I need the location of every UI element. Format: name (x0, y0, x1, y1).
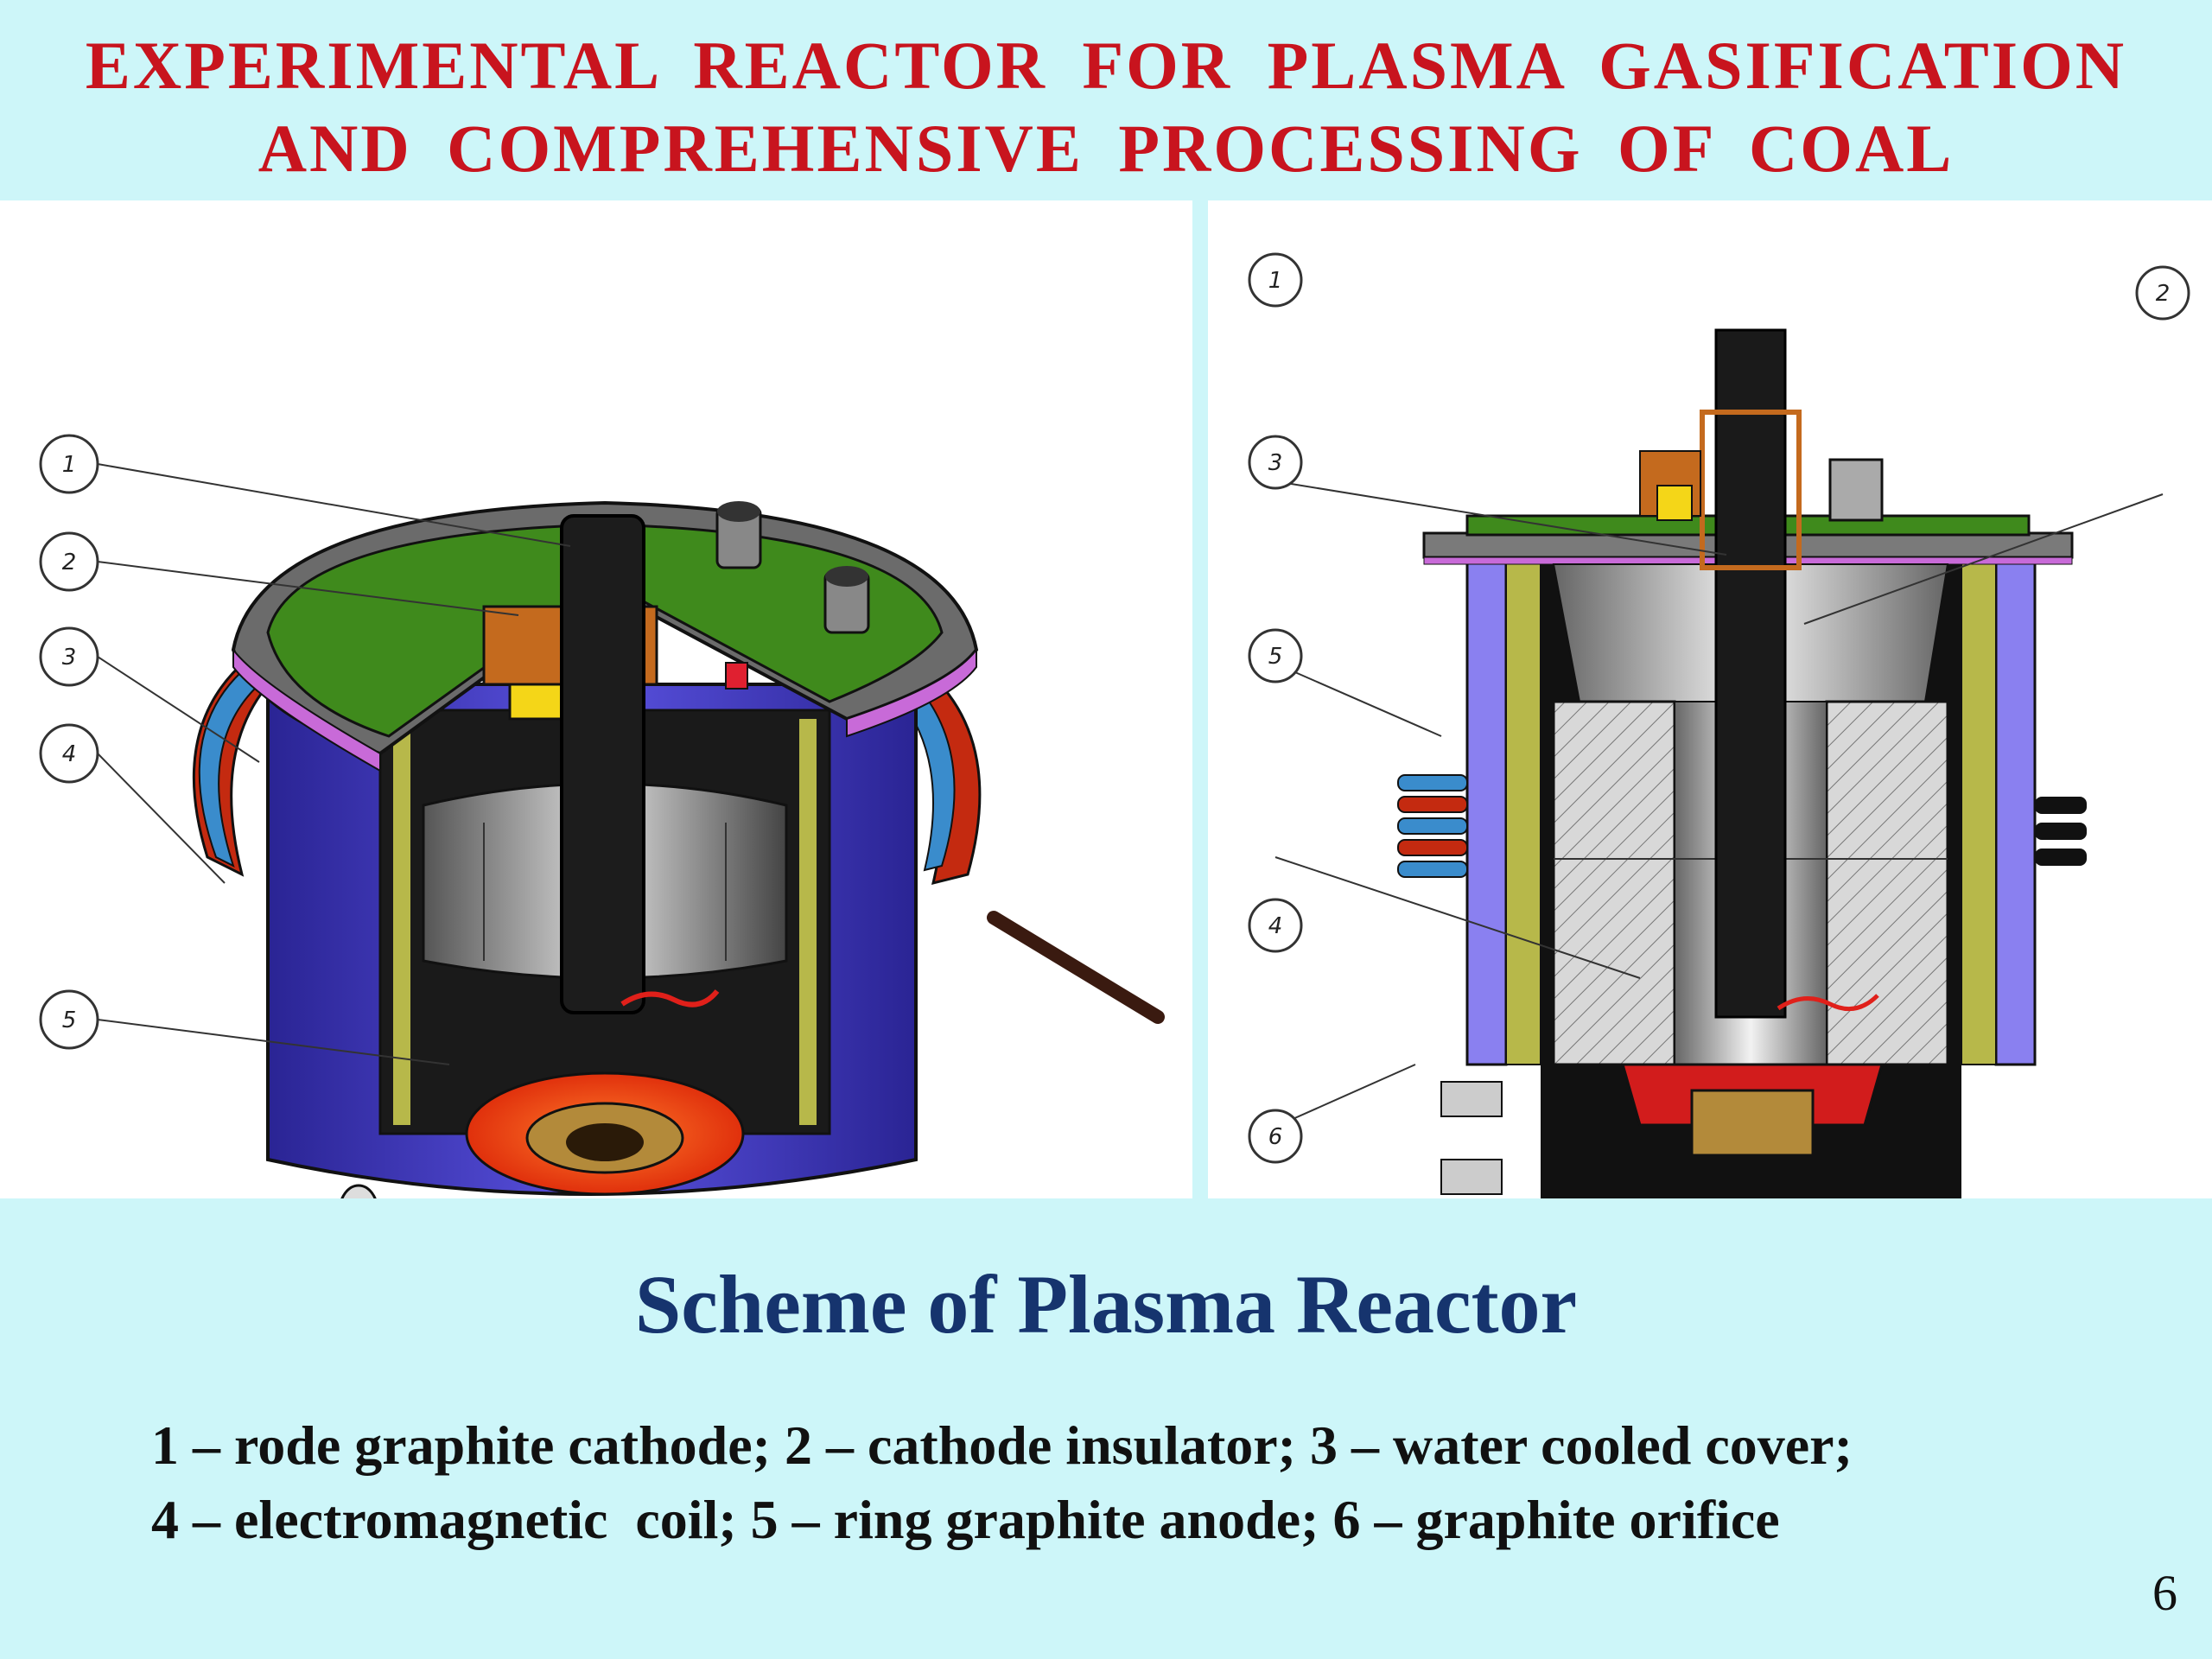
electromagnetic-coil (1397, 774, 2087, 878)
title-line-1: EXPERIMENTAL REACTOR FOR PLASMA GASIFICA… (85, 28, 2127, 103)
insulation-left (393, 719, 410, 1125)
insulation-left (1505, 554, 1541, 1065)
callout-4: 4 (1248, 898, 1303, 953)
water-cooled-cover (231, 500, 979, 772)
svg-text:1: 1 (62, 452, 77, 478)
legend-line-2: 4 – electromagnetic coil; 5 – ring graph… (151, 1489, 1780, 1550)
page-number: 6 (2152, 1565, 2177, 1621)
electromagnetic-coil-left (192, 648, 288, 877)
arc-discharge (1777, 994, 1879, 1012)
svg-text:4: 4 (1268, 913, 1283, 939)
callout-2: 2 (2135, 265, 2190, 321)
arc-discharge (620, 989, 720, 1007)
orifice-opening (566, 1123, 644, 1161)
diagram-caption: Scheme of Plasma Reactor (634, 1258, 1578, 1351)
svg-text:6: 6 (1268, 1124, 1283, 1150)
callout-1: 1 (39, 434, 99, 494)
isometric-cutaway-drawing: 1 2 3 4 5 6 (39, 434, 1165, 1198)
ring-graphite-anode-left (1552, 700, 1676, 1066)
insulation-right (1961, 554, 1997, 1065)
ring-graphite-anode-right (1825, 700, 1949, 1066)
electromagnetic-coil-right (870, 648, 1165, 1024)
callout-2: 2 (39, 531, 99, 592)
title-line-2: AND COMPREHENSIVE PROCESSING OF COAL (257, 111, 1955, 186)
callout-5: 5 (39, 989, 99, 1050)
callout-6: 6 (1248, 1109, 1303, 1164)
insulation-right (799, 719, 817, 1125)
slide-title: EXPERIMENTAL REACTOR FOR PLASMA GASIFICA… (0, 24, 2212, 190)
svg-text:2: 2 (62, 550, 77, 575)
svg-text:3: 3 (1268, 450, 1283, 476)
cathode-insulator (1700, 410, 1802, 570)
side-port (340, 1184, 377, 1198)
callout-3: 3 (1248, 435, 1303, 490)
coil-lead-wire (987, 911, 1165, 1024)
side-port (1440, 1159, 1503, 1195)
callout-leaders (1274, 480, 2164, 1128)
svg-text:2: 2 (2156, 281, 2171, 307)
housing-wall-right (1994, 536, 2037, 1066)
svg-text:1: 1 (1268, 268, 1283, 294)
svg-text:5: 5 (1268, 644, 1283, 670)
cross-section-panel: 1 2 3 5 4 6 (1208, 200, 2212, 1198)
parts-legend: 1 – rode graphite cathode; 2 – cathode i… (151, 1408, 2139, 1557)
callout-1: 1 (1248, 252, 1303, 308)
callout-leaders (97, 463, 571, 1065)
legend-line-1: 1 – rode graphite cathode; 2 – cathode i… (151, 1414, 1853, 1476)
callout-3: 3 (39, 626, 99, 687)
callout-4: 4 (39, 723, 99, 784)
housing-wall-left (1465, 536, 1508, 1066)
svg-text:5: 5 (62, 1007, 77, 1033)
isometric-cutaway-panel: 1 2 3 4 5 6 (0, 200, 1192, 1198)
side-port (1440, 1081, 1503, 1117)
svg-text:3: 3 (62, 645, 77, 671)
graphite-orifice (1690, 1089, 1815, 1157)
graphite-cathode-rod (560, 514, 645, 1014)
graphite-cathode-rod (1714, 328, 1787, 1019)
cross-section-drawing: 1 2 3 5 4 6 (1248, 252, 2190, 1198)
svg-text:4: 4 (62, 741, 77, 767)
callout-5: 5 (1248, 628, 1303, 683)
